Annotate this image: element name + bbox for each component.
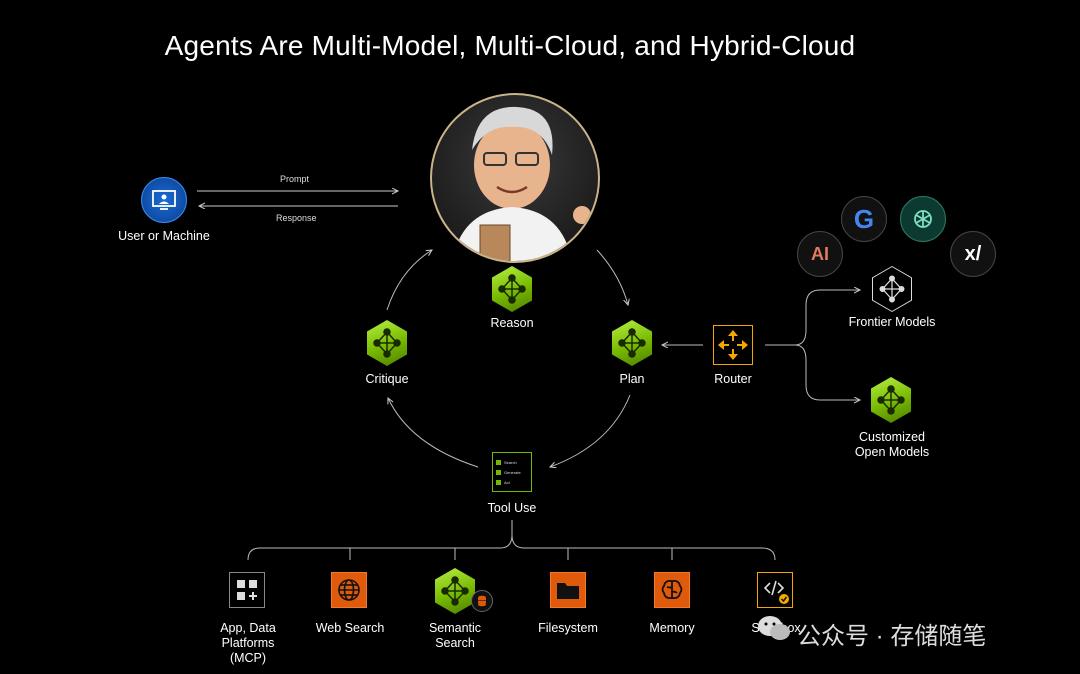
frontier-hex-icon (872, 266, 912, 312)
custom-line1: Customized (859, 430, 925, 444)
tool-line: Semantic (428, 621, 482, 635)
globe-icon (331, 572, 367, 608)
code-check-icon (757, 572, 793, 608)
nvidia-model-hex-icon (492, 266, 532, 312)
reason-label: Reason (490, 316, 534, 330)
custom-line2: Open Models (854, 445, 930, 459)
nvidia-model-hex-icon (871, 377, 911, 423)
checkbox-icon (496, 479, 501, 485)
tool-item-label: Search (504, 459, 517, 465)
router-models-bracket (765, 290, 860, 346)
wechat-icon (756, 614, 792, 644)
database-badge-icon (471, 590, 493, 612)
monitor-user-icon (141, 177, 187, 223)
user-or-machine-node (141, 177, 187, 223)
tool-item-label: Generate (504, 469, 521, 475)
checkbox-icon (496, 459, 501, 465)
nvidia-model-hex-icon (367, 320, 407, 366)
watermark-text: 公众号 · 存储随笔 (797, 623, 987, 650)
frontier-models-label: Frontier Models (848, 315, 936, 329)
tool-label-mcp: App, Data Platforms (MCP) (198, 621, 298, 666)
semantic-search-icon (435, 568, 493, 614)
router-node (713, 325, 753, 365)
response-label: Response (276, 213, 317, 223)
grid-plus-icon (229, 572, 265, 608)
tool-line: App, Data (220, 621, 276, 635)
arc-critique-reason (386, 250, 432, 311)
prompt-label: Prompt (280, 174, 310, 184)
brain-icon (654, 572, 690, 608)
folder-icon (550, 572, 586, 608)
router-arrows-icon (718, 330, 748, 360)
critique-label: Critique (365, 372, 409, 386)
tool-label-semantic-search: Semantic Search (405, 621, 505, 651)
tool-line: Platforms (221, 636, 275, 650)
tool-line: (MCP) (229, 651, 267, 665)
nvidia-model-hex-icon (612, 320, 652, 366)
openai-logo (900, 196, 946, 242)
arc-tool-critique (388, 398, 479, 468)
agent-avatar (430, 93, 600, 263)
customized-open-models-label: Customized Open Models (832, 430, 952, 460)
user-or-machine-label: User or Machine (118, 229, 210, 243)
plan-label: Plan (619, 372, 645, 386)
critique-node (367, 320, 407, 366)
tool-label-filesystem: Filesystem (538, 621, 598, 635)
tools-bracket (247, 520, 513, 561)
router-label: Router (714, 372, 752, 386)
google-logo: G (841, 196, 887, 242)
plan-node (612, 320, 652, 366)
tool-item-label: Act (504, 479, 510, 485)
checkbox-icon (496, 469, 501, 475)
tool-use-label: Tool Use (487, 501, 537, 515)
tool-line: Search (435, 636, 475, 650)
tool-label-memory: Memory (649, 621, 695, 635)
anthropic-logo: AI (797, 231, 843, 277)
arc-plan-tool (550, 394, 631, 467)
page-title: Agents Are Multi-Model, Multi-Cloud, and… (164, 30, 856, 61)
frontier-models-node (872, 266, 912, 312)
tool-use-node: Search Generate Act (492, 452, 532, 492)
customized-open-models-node (871, 377, 911, 423)
tool-label-web-search: Web Search (315, 621, 385, 635)
xai-logo: x/ (950, 231, 996, 277)
reason-node (492, 266, 532, 312)
arc-reason-plan (596, 249, 628, 305)
